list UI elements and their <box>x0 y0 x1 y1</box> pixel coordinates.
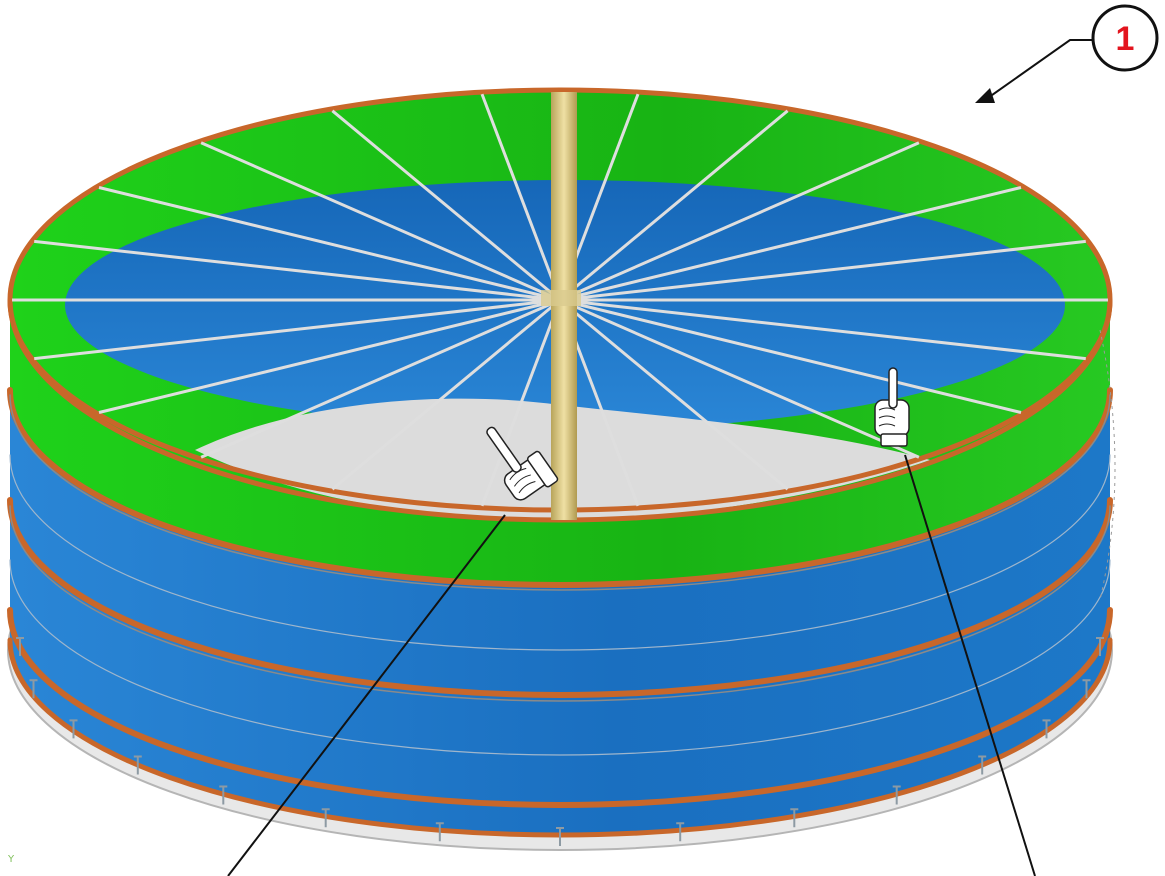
rafter <box>559 239 1086 302</box>
center-pole <box>541 92 581 520</box>
callout-circle <box>1091 4 1159 72</box>
anchor-bracket <box>978 755 987 775</box>
rafter <box>480 93 562 301</box>
rafter <box>200 141 561 302</box>
rafter <box>331 298 561 491</box>
rafter <box>98 298 561 414</box>
rafter <box>200 298 561 459</box>
rafter <box>480 299 562 507</box>
arrow-head <box>975 88 995 103</box>
rafter <box>559 298 789 491</box>
rafter <box>559 298 1022 414</box>
rafter <box>331 109 561 302</box>
rafter <box>98 186 561 302</box>
anchor-bracket <box>892 785 901 805</box>
callout-marker: 1 <box>1091 4 1159 72</box>
anchor-bracket <box>133 755 142 775</box>
rafter <box>559 186 1022 302</box>
pointing-hand-icon <box>874 367 910 447</box>
leader-lines <box>227 39 1094 876</box>
anchor-bracket <box>556 827 564 846</box>
anchor-bracket <box>29 679 38 699</box>
pointing-hand-icon <box>486 426 559 501</box>
rafter <box>559 298 1086 361</box>
anchor-bracket <box>790 808 799 828</box>
anchor-bracket <box>321 808 330 828</box>
rafter <box>34 298 561 361</box>
axis-label: Y <box>7 854 15 865</box>
rafter <box>34 239 561 302</box>
anchor-bracket <box>1082 679 1091 699</box>
anchor-bracket <box>69 719 78 739</box>
rafter <box>559 109 789 302</box>
anchor-bracket <box>219 785 228 805</box>
side-guides <box>1099 329 1116 601</box>
callout-number: 1 <box>1116 20 1135 58</box>
anchor-bracket <box>1042 719 1051 739</box>
anchor-bracket <box>1096 637 1104 656</box>
anchor-brackets <box>16 637 1104 846</box>
anchor-bracket <box>16 637 24 656</box>
rafter <box>559 141 920 302</box>
anchor-bracket <box>676 822 685 842</box>
anchor-bracket <box>435 822 444 842</box>
rafter <box>559 298 920 459</box>
